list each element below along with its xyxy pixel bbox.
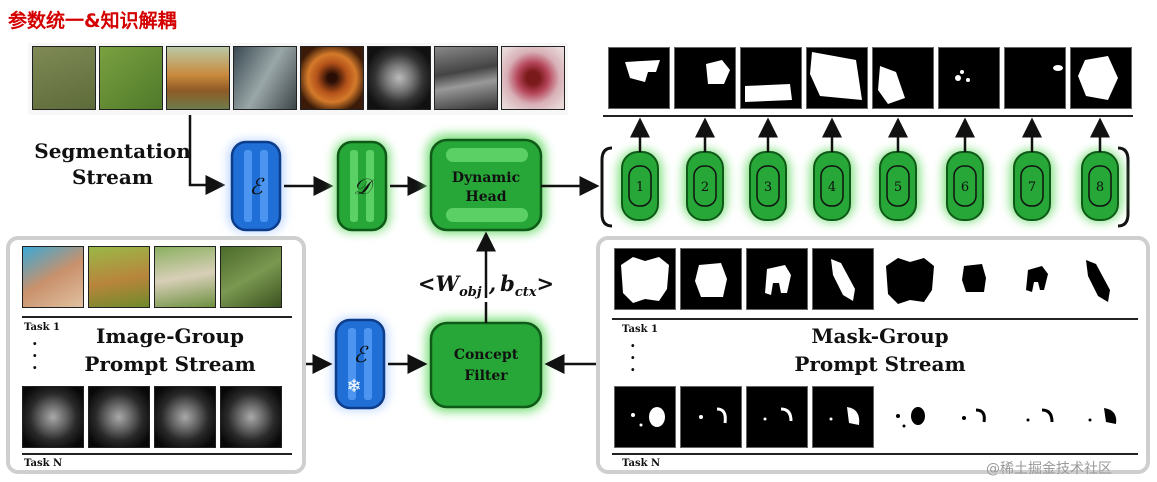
prompt-lung-mask-3 bbox=[746, 386, 808, 448]
image-group-ellipsis: ··· bbox=[32, 334, 38, 377]
output-mask-6 bbox=[938, 47, 1000, 109]
prompt-lung-mask-5-inverted bbox=[882, 390, 938, 446]
input-image-skin-lesion bbox=[501, 46, 565, 110]
prompt-ct-3 bbox=[154, 386, 216, 448]
output-pill-7: 7 bbox=[1010, 150, 1054, 222]
prompt-lung-mask-1 bbox=[614, 386, 676, 448]
weights-w: W bbox=[435, 271, 461, 296]
prompt-ct-4 bbox=[220, 386, 282, 448]
prompt-mask-bird-inverted bbox=[1074, 254, 1124, 310]
input-image-endoscopy bbox=[300, 46, 364, 110]
prompt-image-people bbox=[22, 246, 84, 308]
mask-group-task-last-label: Task N bbox=[622, 458, 661, 469]
output-pill-6: 6 bbox=[943, 150, 987, 222]
input-image-ultrasound bbox=[434, 46, 498, 110]
output-pill-label-3: 3 bbox=[764, 180, 772, 195]
image-group-line2: Prompt Stream bbox=[84, 352, 256, 376]
prompt-mask-dog-2 bbox=[746, 248, 808, 310]
weights-comma: , bbox=[482, 271, 497, 296]
weights-close: > bbox=[537, 271, 555, 296]
prompt-lung-mask-2 bbox=[680, 386, 742, 448]
page-title: 参数统一&知识解耦 bbox=[8, 10, 177, 32]
input-image-car bbox=[233, 46, 297, 110]
dynamic-head-line1: Dynamic bbox=[452, 170, 520, 186]
dynamic-head-line2: Head bbox=[466, 189, 507, 205]
image-group-divider-top bbox=[22, 316, 292, 318]
mask-group-divider-top bbox=[612, 318, 1138, 320]
mask-group-panel: Task 1 ··· Mask-Group Prompt Stream Task… bbox=[596, 236, 1150, 474]
decoder-symbol: 𝒟 bbox=[353, 175, 375, 200]
weights-label: <Wobj ,bctx> bbox=[418, 271, 554, 300]
encoder-top-symbol: ℰ bbox=[249, 175, 265, 200]
watermark: @稀土掘金技术社区 bbox=[986, 461, 1112, 477]
prompt-lung-mask-4 bbox=[812, 386, 874, 448]
mask-group-task-first-label: Task 1 bbox=[622, 324, 658, 335]
weights-open: < bbox=[418, 271, 436, 296]
prompt-image-dog-field bbox=[154, 246, 216, 308]
concept-filter-line2: Filter bbox=[464, 368, 508, 384]
output-pills: 1 2 3 4 5 6 7 8 bbox=[618, 150, 1122, 222]
output-pill-label-2: 2 bbox=[701, 180, 709, 195]
input-image-grass bbox=[99, 46, 163, 110]
prompt-lung-mask-6-inverted bbox=[946, 390, 1002, 446]
prompt-mask-bird bbox=[812, 248, 874, 310]
image-group-line1: Image-Group bbox=[96, 324, 244, 348]
mask-group-title: Mask-Group Prompt Stream bbox=[740, 322, 1020, 378]
input-image-bench bbox=[166, 46, 230, 110]
image-group-task-last-label: Task N bbox=[24, 458, 63, 469]
encoder-bottom-symbol: ℰ bbox=[353, 343, 369, 368]
prompt-mask-people-inverted bbox=[880, 250, 940, 310]
mask-group-line2: Prompt Stream bbox=[794, 352, 966, 376]
mask-group-ellipsis: ··· bbox=[630, 336, 636, 379]
output-pill-label-1: 1 bbox=[636, 180, 644, 195]
prompt-mask-dog-2-inverted bbox=[1012, 254, 1062, 304]
mask-group-line1: Mask-Group bbox=[811, 324, 949, 348]
output-pill-8: 8 bbox=[1078, 150, 1122, 222]
prompt-mask-dog-1-inverted bbox=[950, 254, 1000, 304]
prompt-mask-people bbox=[614, 248, 676, 310]
image-group-divider-bottom bbox=[22, 453, 292, 455]
output-mask-1 bbox=[608, 47, 670, 109]
prompt-ct-1 bbox=[22, 386, 84, 448]
image-group-title: Image-Group Prompt Stream bbox=[50, 322, 290, 378]
image-group-task-first-label: Task 1 bbox=[24, 322, 60, 333]
weights-b: b bbox=[500, 271, 515, 296]
prompt-lung-mask-8-inverted bbox=[1076, 390, 1132, 446]
segmentation-stream-label: Segmentation Stream bbox=[30, 138, 195, 190]
output-pill-label-7: 7 bbox=[1028, 180, 1036, 195]
segmentation-stream-line1: Segmentation bbox=[34, 139, 191, 163]
output-pill-1: 1 bbox=[618, 150, 662, 222]
output-pill-label-8: 8 bbox=[1096, 180, 1104, 195]
output-pill-2: 2 bbox=[683, 150, 727, 222]
input-image-bird bbox=[32, 46, 96, 110]
weights-b-sub: ctx bbox=[515, 285, 537, 300]
segmentation-stream-line2: Stream bbox=[71, 165, 154, 189]
weights-w-sub: obj bbox=[459, 285, 482, 300]
input-image-lung-ct bbox=[367, 46, 431, 110]
prompt-lung-mask-7-inverted bbox=[1012, 390, 1068, 446]
output-pill-label-4: 4 bbox=[828, 180, 836, 195]
mask-group-divider-bottom bbox=[612, 453, 1138, 455]
prompt-ct-2 bbox=[88, 386, 150, 448]
output-pill-label-6: 6 bbox=[961, 180, 969, 195]
output-pill-4: 4 bbox=[810, 150, 854, 222]
output-mask-7 bbox=[1004, 47, 1066, 109]
output-pill-3: 3 bbox=[746, 150, 790, 222]
output-pill-label-5: 5 bbox=[894, 180, 902, 195]
prompt-mask-dog-1 bbox=[680, 248, 742, 310]
prompt-image-dog-grass bbox=[88, 246, 150, 308]
output-pill-5: 5 bbox=[876, 150, 920, 222]
image-group-panel: Task 1 ··· Image-Group Prompt Stream Tas… bbox=[6, 236, 306, 474]
concept-filter-line1: Concept bbox=[454, 347, 519, 363]
prompt-image-bird bbox=[220, 246, 282, 308]
snowflake-icon: ❄ bbox=[346, 376, 361, 397]
